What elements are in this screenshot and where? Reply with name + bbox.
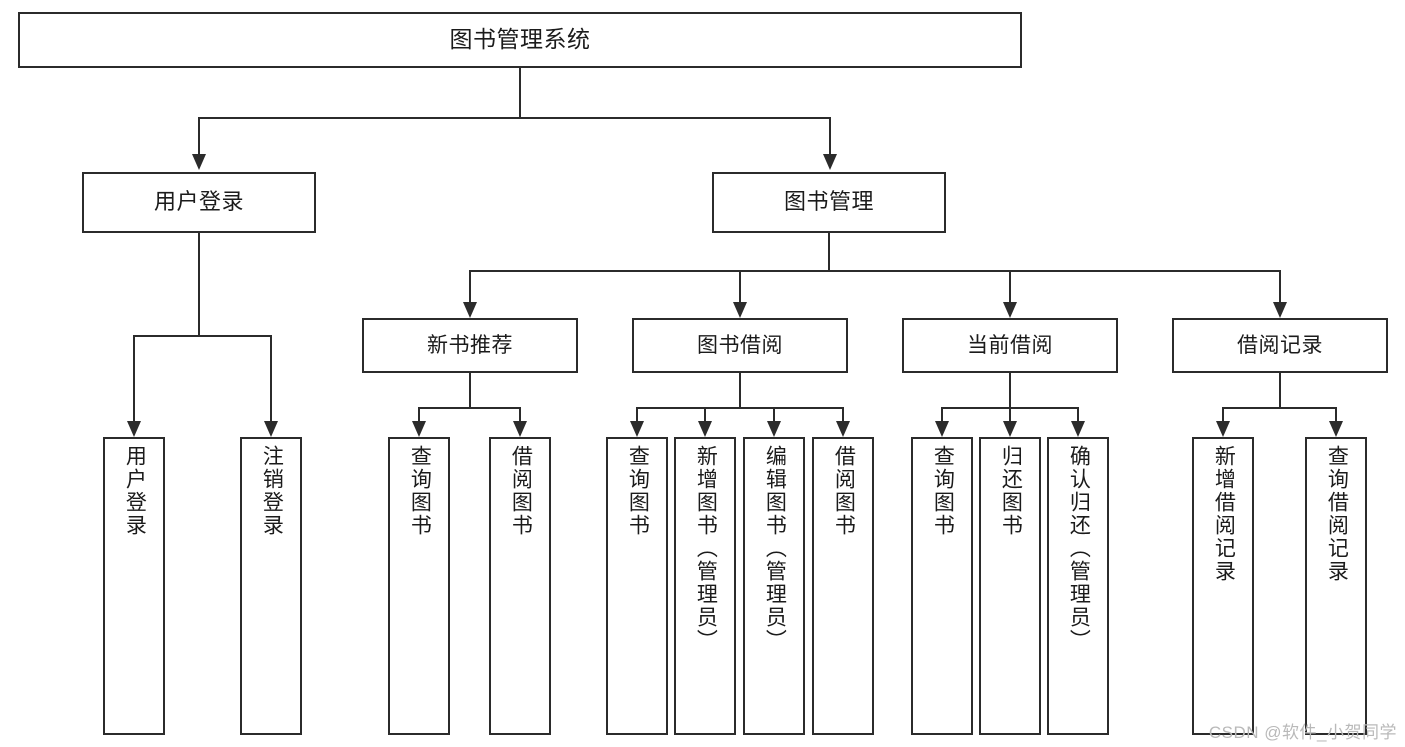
connector-nbr-bus [418,407,521,409]
node-label: 查询图书 [626,445,650,537]
leaf-add-borrow-record[interactable]: 新增借阅记录 [1192,437,1254,735]
node-label: 图书管理 [783,189,874,215]
arrow-to-leaf-bb-add [698,421,712,437]
node-label: 编辑图书（管理员） [763,445,787,652]
node-label: 查询图书 [408,445,432,537]
node-label: 借阅记录 [1237,333,1323,357]
node-label: 查询借阅记录 [1325,445,1349,583]
connector-user-login-drop-1 [133,335,135,421]
node-current-borrow[interactable]: 当前借阅 [902,318,1118,373]
arrow-to-book-borrow [733,302,747,318]
node-label: 新增图书（管理员） [694,445,718,652]
node-label: 借阅图书 [509,445,533,537]
connector-cb-drop-3 [1077,407,1079,421]
arrow-to-leaf-nb-query [412,421,426,437]
arrow-to-leaf-bb-query [630,421,644,437]
node-user-login[interactable]: 用户登录 [82,172,316,233]
leaf-return-book[interactable]: 归还图书 [979,437,1041,735]
node-book-borrow[interactable]: 图书借阅 [632,318,848,373]
arrow-to-leaf-br-query [1329,421,1343,437]
leaf-query-borrow-record[interactable]: 查询借阅记录 [1305,437,1367,735]
node-borrow-record[interactable]: 借阅记录 [1172,318,1388,373]
arrow-to-user-login [192,154,206,170]
arrow-to-leaf-cb-confirm [1071,421,1085,437]
node-label: 注销登录 [260,445,284,537]
arrow-to-leaf-bb-borrow [836,421,850,437]
connector-root-drop-right [829,117,831,154]
connector-nbr-drop-2 [519,407,521,421]
connector-bb-drop-2 [704,407,706,421]
leaf-current-borrow-query[interactable]: 查询图书 [911,437,973,735]
connector-book-management-stem [828,233,830,270]
connector-br-drop-2 [1335,407,1337,421]
connector-br-drop-1 [1222,407,1224,421]
arrow-to-new-book-recommend [463,302,477,318]
connector-bb-drop-1 [636,407,638,421]
arrow-to-current-borrow [1003,302,1017,318]
connector-user-login-bus [133,335,272,337]
node-label: 图书借阅 [697,333,783,357]
node-label: 用户登录 [153,189,244,215]
arrow-to-leaf-cb-query [935,421,949,437]
connector-cb-drop-1 [941,407,943,421]
node-new-book-recommend[interactable]: 新书推荐 [362,318,578,373]
arrow-to-leaf-br-add [1216,421,1230,437]
connector-bm-drop-2 [739,270,741,302]
connector-root-drop-left [198,117,200,154]
connector-user-login-drop-2 [270,335,272,421]
arrow-to-leaf-user-login [127,421,141,437]
arrow-to-book-management [823,154,837,170]
arrow-to-leaf-cb-return [1003,421,1017,437]
node-book-management[interactable]: 图书管理 [712,172,946,233]
connector-bb-bus [636,407,844,409]
leaf-new-book-borrow[interactable]: 借阅图书 [489,437,551,735]
leaf-book-add-admin[interactable]: 新增图书（管理员） [674,437,736,735]
leaf-confirm-return-admin[interactable]: 确认归还（管理员） [1047,437,1109,735]
node-label: 新书推荐 [427,333,513,357]
node-label: 图书管理系统 [449,26,591,53]
node-label: 查询图书 [931,445,955,537]
node-label: 当前借阅 [967,333,1053,357]
connector-br-bus [1222,407,1337,409]
connector-bb-drop-4 [842,407,844,421]
connector-cb-stem [1009,373,1011,407]
leaf-new-book-query[interactable]: 查询图书 [388,437,450,735]
connector-bm-drop-3 [1009,270,1011,302]
node-label: 确认归还（管理员） [1067,445,1091,652]
connector-bb-drop-3 [773,407,775,421]
leaf-book-borrow-query[interactable]: 查询图书 [606,437,668,735]
connector-root-stem [519,68,521,117]
connector-nbr-stem [469,373,471,407]
leaf-logout[interactable]: 注销登录 [240,437,302,735]
arrow-to-borrow-record [1273,302,1287,318]
connector-br-stem [1279,373,1281,407]
connector-cb-drop-2 [1009,407,1011,421]
leaf-user-login[interactable]: 用户登录 [103,437,165,735]
arrow-to-leaf-nb-borrow [513,421,527,437]
connector-bm-drop-4 [1279,270,1281,302]
watermark: CSDN @软件_小贺同学 [1208,723,1397,742]
node-book-management-system[interactable]: 图书管理系统 [18,12,1022,68]
arrow-to-leaf-bb-edit [767,421,781,437]
leaf-book-edit-admin[interactable]: 编辑图书（管理员） [743,437,805,735]
connector-root-bus [198,117,830,119]
connector-bm-drop-1 [469,270,471,302]
node-label: 归还图书 [999,445,1023,537]
connector-bb-stem [739,373,741,407]
leaf-book-borrow-action[interactable]: 借阅图书 [812,437,874,735]
node-label: 用户登录 [123,445,147,537]
connector-user-login-stem [198,233,200,335]
node-label: 新增借阅记录 [1212,445,1236,583]
node-label: 借阅图书 [832,445,856,537]
connector-book-management-bus [469,270,1281,272]
arrow-to-leaf-logout [264,421,278,437]
connector-nbr-drop-1 [418,407,420,421]
